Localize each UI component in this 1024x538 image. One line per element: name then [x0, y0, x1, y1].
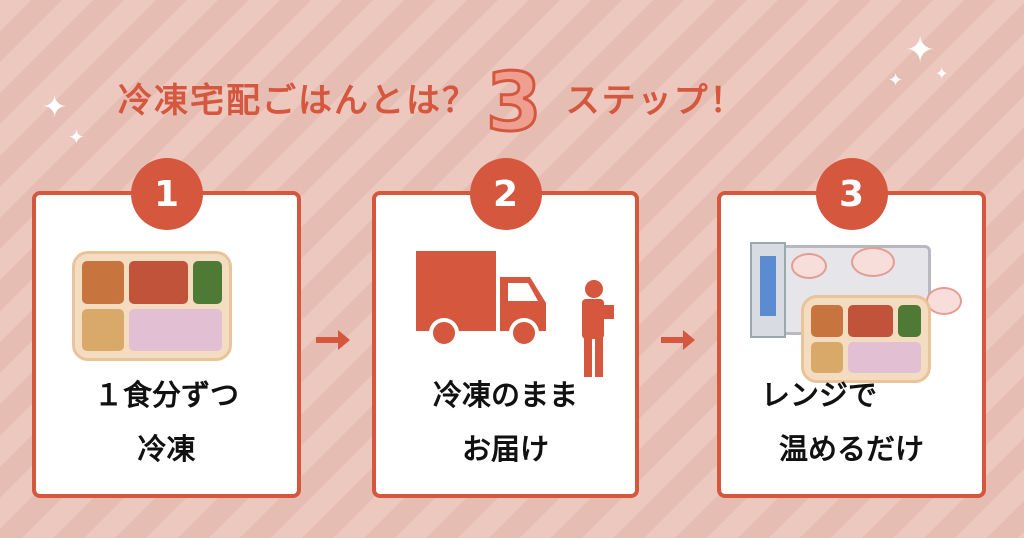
delivery-truck-icon — [416, 251, 614, 377]
sparkle-icon: ✦ — [68, 125, 85, 149]
arrow-right-icon — [316, 330, 350, 350]
step-card-3: 3 レンジで温めるだけ — [717, 158, 986, 498]
bento-tray-image — [801, 295, 931, 383]
sparkle-icon: ✦ — [935, 64, 949, 83]
sparkle-icon: ✦ — [888, 70, 904, 91]
step-number-badge: 1 — [130, 158, 203, 230]
title-number: 3 — [485, 56, 544, 149]
step-number-badge: 3 — [815, 158, 888, 230]
step-card-2: 2 冷凍のままお届け — [372, 158, 639, 498]
page-title: 冷凍宅配ごはんとは？ 3 ステップ！ — [118, 61, 878, 144]
step-label: １食分ずつ冷凍 — [93, 378, 239, 466]
title-text-end: ステップ！ — [565, 80, 746, 121]
steam-icon — [791, 253, 827, 279]
steam-icon — [926, 287, 962, 315]
step-card-1: 1 １食分ずつ冷凍 — [32, 158, 301, 498]
title-text: 冷凍宅配ごはんとは？ — [118, 80, 478, 121]
sparkle-icon: ✦ — [905, 30, 936, 71]
step-label: レンジで温めるだけ — [761, 378, 924, 466]
arrow-right-icon — [661, 330, 695, 350]
step-label: 冷凍のままお届け — [432, 378, 578, 466]
bento-tray-image — [72, 251, 232, 361]
step-number-badge: 2 — [469, 158, 542, 230]
steam-icon — [851, 247, 895, 277]
sparkle-icon: ✦ — [42, 90, 68, 125]
